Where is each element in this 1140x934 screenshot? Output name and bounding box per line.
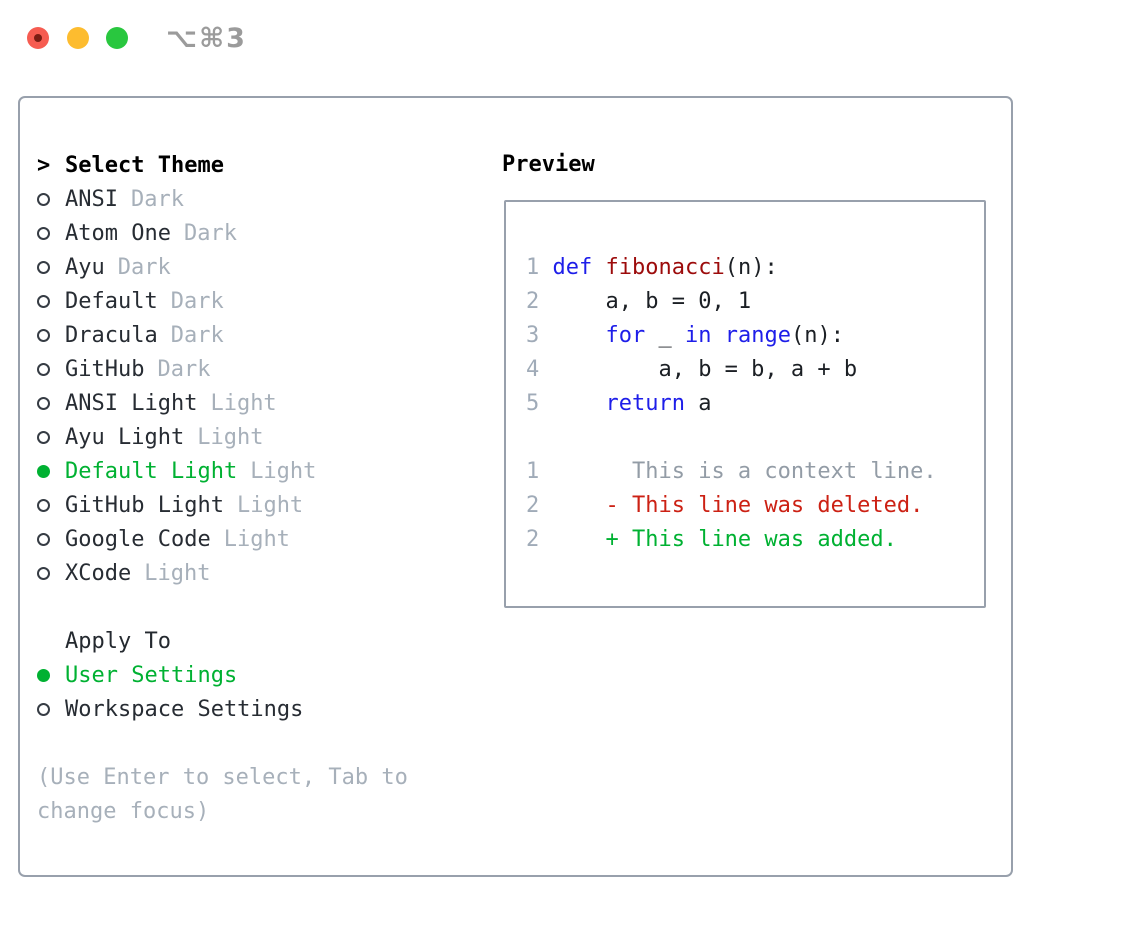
- radio-icon: [37, 192, 65, 206]
- theme-variant-tag: Light: [223, 526, 290, 552]
- hint-line-1: (Use Enter to select, Tab to: [37, 764, 408, 790]
- radio-selected-icon: [37, 464, 65, 478]
- radio-icon: [37, 566, 65, 580]
- radio-selected-icon: [37, 668, 65, 682]
- theme-variant-tag: Light: [250, 458, 317, 484]
- preview-header: Preview: [502, 152, 595, 177]
- option-label: Dracula: [65, 322, 158, 348]
- radio-icon: [37, 260, 65, 274]
- theme-variant-tag: Dark: [170, 288, 224, 314]
- code-line: 2 + This line was added.: [526, 527, 897, 552]
- theme-option[interactable]: Dracula Dark: [37, 318, 477, 352]
- theme-variant-tag: Dark: [117, 254, 171, 280]
- option-label: Ayu Light: [65, 424, 185, 450]
- option-label: Google Code: [65, 526, 211, 552]
- apply-to-header: Apply To: [65, 628, 171, 654]
- titlebar: ⌥⌘3: [0, 0, 1140, 76]
- select-theme-header-row: > Select Theme: [37, 148, 477, 182]
- theme-variant-tag: Light: [236, 492, 304, 518]
- code-line: 1 This is a context line.: [526, 459, 937, 484]
- radio-icon: [37, 226, 65, 240]
- theme-variant-tag: Dark: [170, 322, 224, 348]
- minimize-button[interactable]: [67, 27, 89, 49]
- radio-icon: [37, 362, 65, 376]
- preview-box: 1 def fibonacci(n): 2 a, b = 0, 1 3 for _ …: [504, 200, 986, 608]
- radio-icon: [37, 702, 65, 716]
- window-title: ⌥⌘3: [166, 23, 247, 54]
- theme-option[interactable]: GitHub Dark: [37, 352, 477, 386]
- option-label: GitHub Light: [65, 492, 224, 518]
- radio-icon: [37, 294, 65, 308]
- cursor-icon: >: [37, 152, 51, 178]
- select-theme-header: Select Theme: [65, 152, 224, 178]
- theme-variant-tag: Dark: [183, 220, 237, 246]
- theme-variant-tag: Light: [210, 390, 277, 416]
- theme-option[interactable]: Default Dark: [37, 284, 477, 318]
- theme-option[interactable]: Ayu Dark: [37, 250, 477, 284]
- apply-option[interactable]: User Settings: [37, 658, 477, 692]
- zoom-button[interactable]: [106, 27, 128, 49]
- theme-option[interactable]: ANSI Dark: [37, 182, 477, 216]
- option-label: Atom One: [65, 220, 171, 246]
- theme-variant-tag: Dark: [130, 186, 184, 212]
- code-line: 4 a, b = b, a + b: [526, 357, 858, 382]
- theme-option[interactable]: Default Light Light: [37, 454, 477, 488]
- code-line: 3 for _ in range(n):: [526, 323, 844, 348]
- option-label: GitHub: [65, 356, 145, 382]
- radio-icon: [37, 498, 65, 512]
- hint-line-2: change focus): [37, 798, 210, 824]
- theme-variant-tag: Light: [144, 560, 211, 586]
- code-line: 1 def fibonacci(n):: [526, 255, 778, 280]
- code-line: 2 a, b = 0, 1: [526, 289, 752, 314]
- theme-option[interactable]: XCode Light: [37, 556, 477, 590]
- option-label: ANSI: [65, 186, 118, 212]
- spacer-row: [37, 726, 477, 760]
- option-label: User Settings: [65, 662, 238, 688]
- radio-icon: [37, 430, 65, 444]
- radio-icon: [37, 396, 65, 410]
- option-label: XCode: [65, 560, 132, 586]
- theme-option[interactable]: Atom One Dark: [37, 216, 477, 250]
- option-label: Default Light: [65, 458, 238, 484]
- option-label: Ayu: [65, 254, 105, 280]
- radio-icon: [37, 532, 65, 546]
- theme-variant-tag: Dark: [157, 356, 211, 382]
- apply-option[interactable]: Workspace Settings: [37, 692, 477, 726]
- theme-variant-tag: Light: [197, 424, 264, 450]
- option-label: ANSI Light: [65, 390, 198, 416]
- option-label: Default: [65, 288, 158, 314]
- radio-icon: [37, 328, 65, 342]
- theme-option[interactable]: Ayu Light Light: [37, 420, 477, 454]
- option-label: Workspace Settings: [65, 696, 304, 722]
- theme-option[interactable]: Google Code Light: [37, 522, 477, 556]
- apply-to-header-row: Apply To: [37, 624, 477, 658]
- preview-code: 1 def fibonacci(n): 2 a, b = 0, 1 3 for _ …: [526, 251, 984, 557]
- spacer-row: [37, 590, 477, 624]
- code-line: [526, 421, 984, 455]
- theme-option[interactable]: ANSI Light Light: [37, 386, 477, 420]
- code-line: 2 - This line was deleted.: [526, 493, 924, 518]
- code-line: 5 return a: [526, 391, 712, 416]
- close-button[interactable]: [27, 27, 49, 49]
- theme-option[interactable]: GitHub Light Light: [37, 488, 477, 522]
